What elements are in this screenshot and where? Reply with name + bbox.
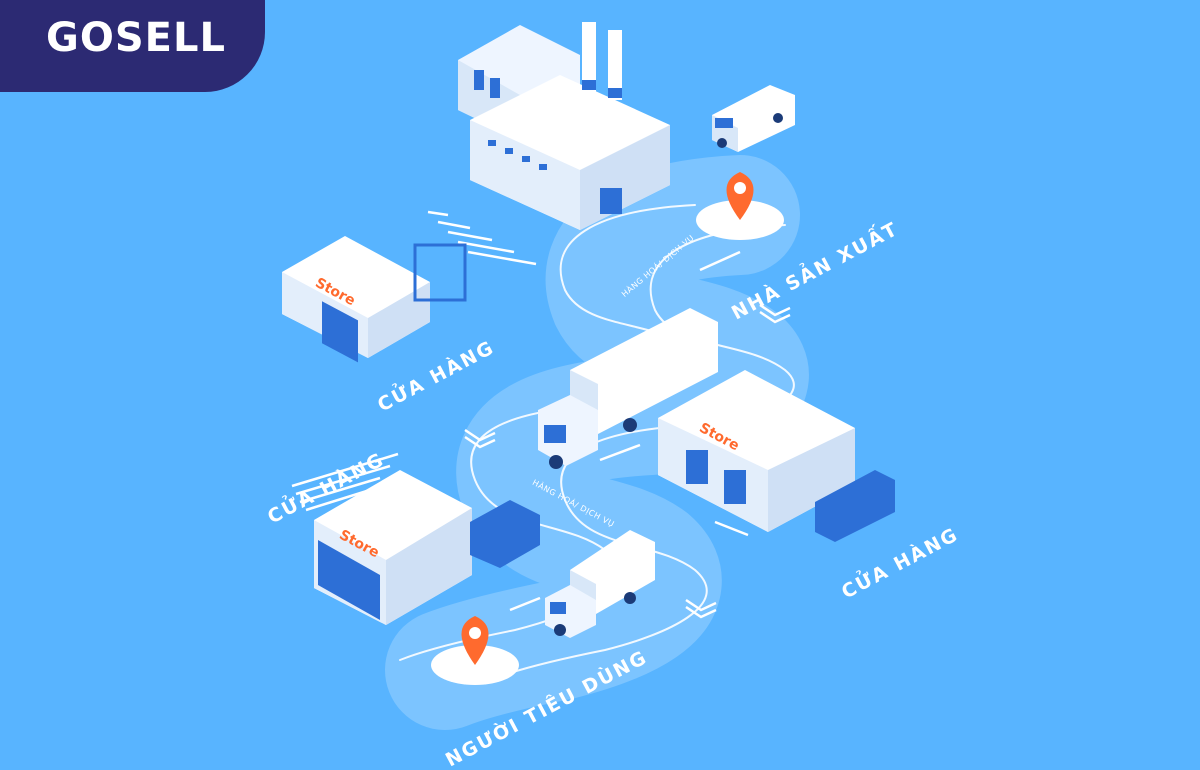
chimney-2 (608, 30, 622, 100)
chevrons (464, 303, 791, 619)
container (815, 470, 895, 542)
road-dash (509, 596, 541, 612)
shelf (413, 243, 467, 302)
logo-panel: GOSELL (0, 0, 265, 92)
road-dash (699, 250, 741, 272)
road-dash (599, 443, 641, 462)
factory (458, 22, 670, 230)
dash-marker-topleft (427, 210, 537, 266)
store-top-left (282, 236, 467, 363)
dash-marker-left (291, 452, 399, 512)
dash-markers (291, 210, 791, 619)
truck-large (538, 308, 718, 469)
brand-logo: GOSELL (46, 15, 226, 61)
delivery-truck (470, 500, 540, 568)
factory-door (600, 188, 622, 214)
store-bottom-left (314, 470, 540, 625)
pin-consumer (431, 616, 519, 685)
road-edge-outer (489, 224, 795, 681)
truck-small (545, 530, 655, 638)
store-right (658, 370, 895, 542)
van (712, 85, 795, 152)
chimney-1 (582, 22, 596, 92)
road-dash (714, 520, 749, 537)
pin-manufacturer (696, 172, 784, 240)
